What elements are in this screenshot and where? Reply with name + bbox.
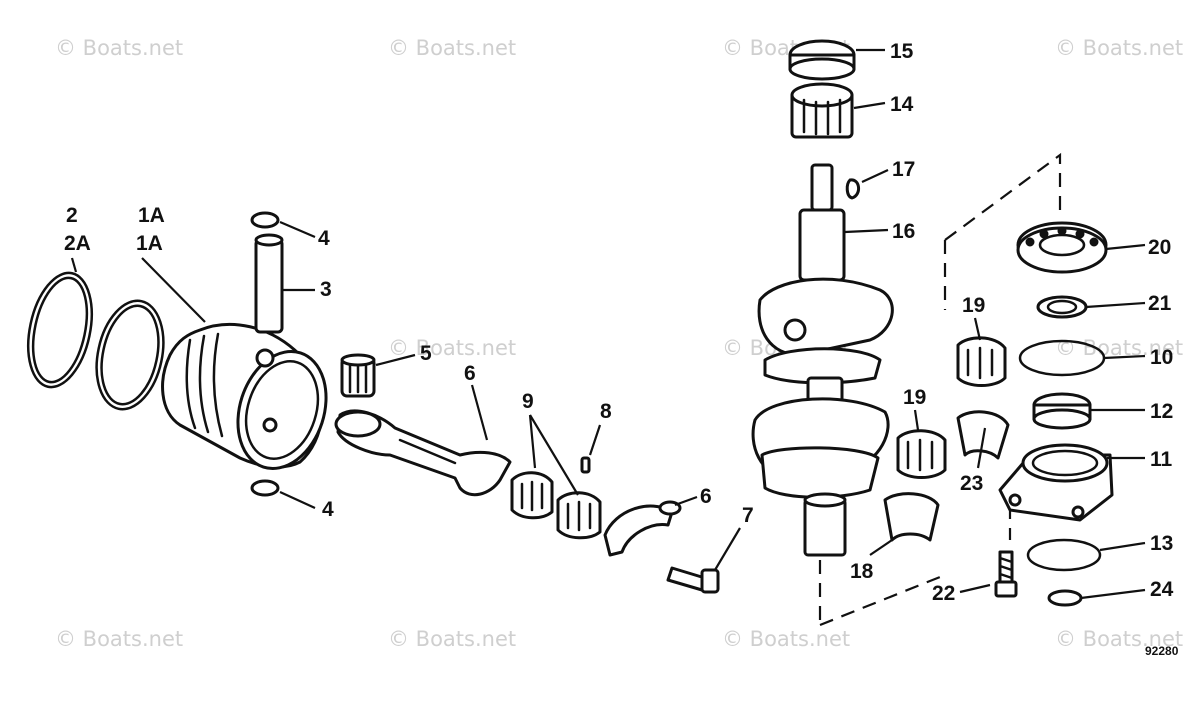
callout-1: 1A [138,204,165,227]
callout-11: 11 [1150,448,1173,471]
callout-5: 5 [420,342,432,365]
ball-bearing[interactable] [1016,221,1108,274]
callout-9: 9 [522,390,534,413]
callout-21: 21 [1148,292,1172,315]
callout-4: 4 [322,498,334,521]
watermark: © Boats.net [1055,336,1183,360]
piston[interactable] [161,323,341,480]
callout-6: 6 [700,485,712,508]
callout-6: 6 [464,362,476,385]
rod-bearing[interactable] [510,471,602,540]
piston-ring[interactable] [19,267,173,415]
assembly-outline [818,152,1062,627]
callout-2: 2 [66,204,78,227]
sealing-washer[interactable] [1047,589,1083,607]
bearing-housing[interactable] [998,443,1114,522]
callout-2a: 2A [64,232,91,255]
callout-20: 20 [1148,236,1171,259]
callouts: 1A 1A 2 2A 3 4 4 5 6 6 7 8 9 10 11 12 13… [64,40,1174,605]
watermark: © Boats.net [388,36,516,60]
callout-7: 7 [742,504,754,527]
callout-24: 24 [1150,578,1174,601]
rod-cap[interactable] [603,500,682,557]
watermark: © Boats.net [722,627,850,651]
callout-1a: 1A [136,232,163,255]
connecting-rod[interactable] [334,409,512,497]
bearing-retainer[interactable] [1036,295,1088,319]
upper-main-bearing[interactable] [790,82,854,139]
watermark: © Boats.net [388,627,516,651]
piston-pin[interactable] [254,233,284,334]
callout-15: 15 [890,40,914,63]
callout-19: 19 [962,294,985,317]
callout-22: 22 [932,582,955,605]
housing-screw[interactable] [994,550,1018,598]
callout-8: 8 [600,400,612,423]
callout-12: 12 [1150,400,1173,423]
rod-bolt[interactable] [666,566,720,594]
dowel-pin[interactable] [580,456,591,474]
callout-17: 17 [892,158,915,181]
callout-19: 19 [903,386,926,409]
watermark: © Boats.net [55,36,183,60]
callout-23: 23 [960,472,983,495]
watermark: © Boats.net [1055,627,1183,651]
bearing-liner[interactable] [883,410,1010,542]
diagram-code: 92280 [1145,644,1179,658]
leader-lines [70,48,1146,600]
callout-3: 3 [320,278,332,301]
crankshaft-seal[interactable] [788,39,856,81]
callout-4: 4 [318,227,330,250]
callout-10: 10 [1150,346,1173,369]
watermark: © Boats.net [55,627,183,651]
woodruff-key[interactable] [845,178,860,200]
piston-pin-retainer[interactable] [250,211,280,497]
crankshaft[interactable] [751,163,894,557]
lower-seal[interactable] [1032,392,1092,430]
main-bearing[interactable] [896,336,1007,479]
callout-13: 13 [1150,532,1173,555]
callout-16: 16 [892,220,915,243]
watermark: © Boats.net [1055,36,1183,60]
wrist-pin-bearing[interactable] [340,353,376,398]
housing-o-ring[interactable] [1026,538,1102,572]
callout-18: 18 [850,560,874,583]
callout-14: 14 [890,93,914,116]
